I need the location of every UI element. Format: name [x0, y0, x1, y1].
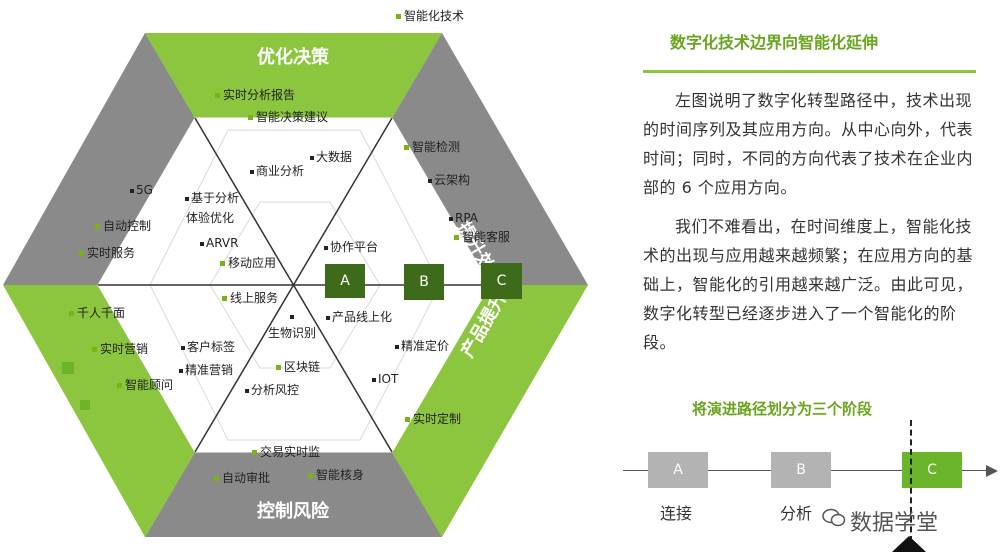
- spoke-diag-2: [194, 117, 393, 453]
- item-label: RPA: [449, 211, 478, 225]
- ring-upper-right-segment: [392, 33, 588, 285]
- stage-box-b: B: [771, 452, 831, 488]
- item-label: 精准营销: [179, 363, 233, 377]
- item-label: 协作平台: [324, 240, 378, 254]
- stage-label-a: 连接: [660, 504, 693, 523]
- item-label: 区块链: [276, 360, 320, 374]
- right-title: 数字化技术边界向智能化延伸: [670, 33, 879, 52]
- item-label: 自动控制: [95, 219, 151, 233]
- time-box-c: C: [481, 263, 522, 299]
- ring-lower-left-segment: [3, 285, 195, 537]
- item-label: 千人千面: [69, 306, 125, 320]
- item-label: 体验优化: [186, 211, 235, 225]
- hexagon-diagram: [3, 33, 588, 537]
- stage-label-b: 分析: [780, 504, 813, 523]
- item-label: 交易实时监: [252, 445, 320, 459]
- marker-square: [62, 362, 74, 374]
- item-label: 商业分析: [250, 164, 304, 178]
- timeline-arrow: [986, 465, 998, 477]
- item-label: 智能客服: [454, 230, 510, 244]
- paragraph-1: 左图说明了数字化转型路径中，技术出现的时间序列及其应用方向。从中心向外，代表时间…: [643, 91, 974, 197]
- marker-square: [80, 400, 90, 410]
- item-label: 智能核身: [308, 468, 364, 482]
- ring-bottom-segment: [145, 452, 442, 537]
- item-label: 5G: [130, 183, 153, 197]
- item-label: 实时服务: [79, 246, 135, 260]
- current-stage-marker-line: [910, 420, 912, 542]
- time-box-a: A: [325, 264, 365, 298]
- item-label: 智能决策建议: [248, 110, 328, 124]
- current-stage-pointer: [892, 536, 926, 552]
- title-underline: [643, 70, 976, 73]
- stage-box-c: C: [902, 452, 962, 488]
- item-label: [290, 309, 296, 323]
- item-label: ARVR: [200, 236, 238, 250]
- ring-upper-left-segment: [3, 33, 195, 285]
- item-label: 实时定制: [405, 412, 461, 426]
- item-label: 生物识别: [268, 326, 317, 340]
- item-label: 产品线上化: [326, 310, 392, 324]
- item-label: IOT: [372, 372, 398, 386]
- section-bottom-label: 控制风险: [257, 501, 329, 522]
- item-label: 云架构: [428, 173, 470, 187]
- item-label: 智能顾问: [117, 378, 173, 392]
- ring-top-segment: [145, 33, 442, 118]
- item-label: 基于分析: [185, 191, 239, 205]
- item-label: 线上服务: [222, 291, 278, 305]
- item-label: 精准定价: [395, 339, 449, 353]
- stage-box-a: A: [648, 452, 708, 488]
- item-label: 大数据: [310, 150, 352, 164]
- item-label: 实时分析报告: [215, 88, 295, 102]
- top-tech-label: 智能化技术: [396, 9, 464, 23]
- item-label: 客户标签: [181, 340, 235, 354]
- item-label: 自动审批: [214, 471, 270, 485]
- item-label: 智能检测: [404, 140, 460, 154]
- stage-title: 将演进路径划分为三个阶段: [692, 400, 873, 418]
- item-label: 实时营销: [92, 342, 148, 356]
- watermark: 数据学堂: [850, 511, 939, 536]
- item-label: 移动应用: [220, 256, 276, 270]
- paragraph-2: 我们不难看出，在时间维度上，智能化技术的出现与应用越来越频繁；在应用方向的基础上…: [643, 217, 974, 352]
- time-box-b: B: [404, 264, 444, 300]
- item-label: 分析风控: [245, 383, 299, 397]
- ring-lower-right-segment: [392, 285, 588, 537]
- wechat-icon: [822, 508, 846, 527]
- section-top-label: 优化决策: [257, 47, 329, 68]
